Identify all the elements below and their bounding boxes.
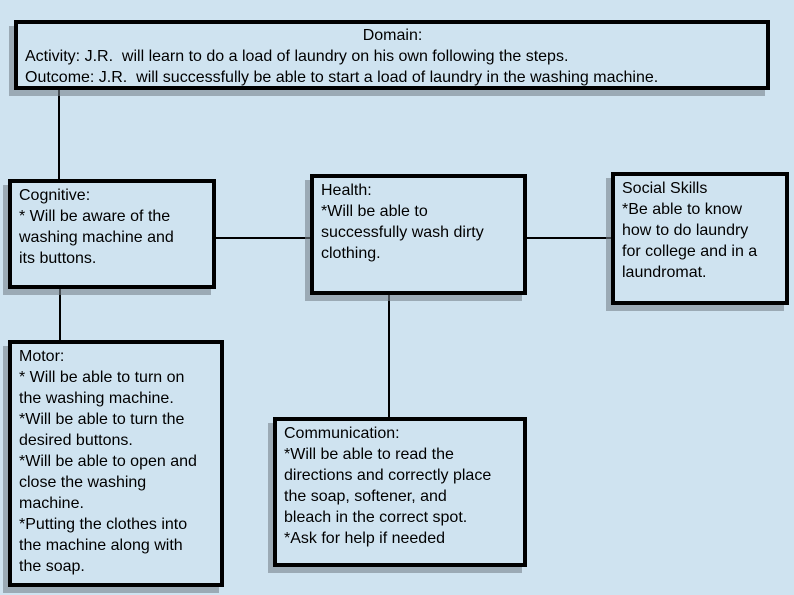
connector-cognitive-to-motor (59, 289, 61, 340)
connector-cognitive-to-health (216, 237, 310, 239)
connector-health-to-communication (388, 295, 390, 417)
connector-domain-to-cognitive (58, 90, 60, 179)
social-skills-box-text: Social Skills *Be able to know how to do… (622, 180, 758, 281)
social-skills-box: Social Skills *Be able to know how to do… (611, 172, 789, 305)
communication-box: Communication: *Will be able to read the… (273, 417, 527, 567)
cognitive-box: Cognitive: * Will be aware of the washin… (8, 179, 216, 289)
communication-box-text: Communication: *Will be able to read the… (284, 425, 492, 547)
cognitive-box-text: Cognitive: * Will be aware of the washin… (19, 187, 174, 267)
health-box: Health: *Will be able to successfully wa… (310, 174, 527, 295)
domain-box-title: Domain: (362, 27, 423, 44)
domain-box-body: Activity: J.R. will learn to do a load o… (25, 48, 659, 86)
motor-box: Motor: * Will be able to turn on the was… (8, 340, 224, 587)
health-box-text: Health: *Will be able to successfully wa… (321, 182, 484, 262)
domain-box: Domain: Activity: J.R. will learn to do … (14, 20, 770, 90)
motor-box-text: Motor: * Will be able to turn on the was… (19, 348, 197, 575)
connector-health-to-social-skills (527, 237, 611, 239)
